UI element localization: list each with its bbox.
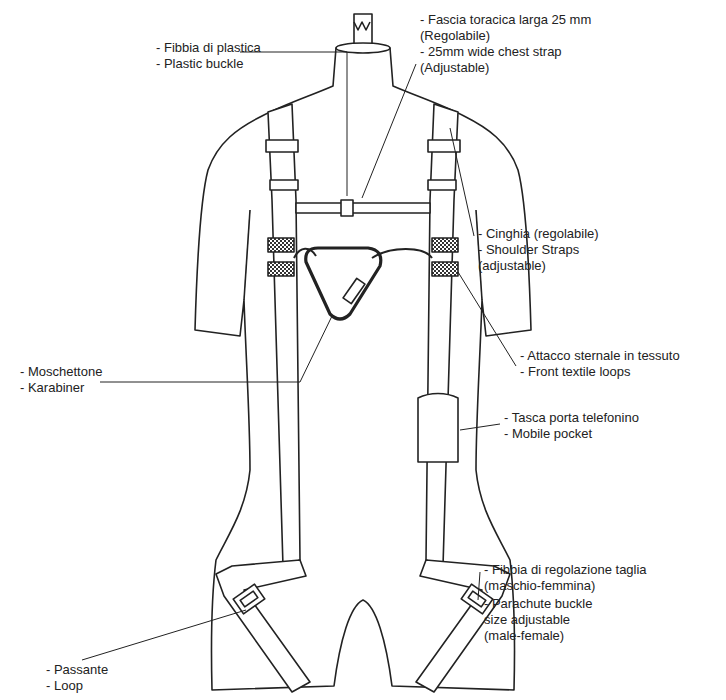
arm-line xyxy=(244,210,250,300)
left-shoulder-strap xyxy=(268,104,300,566)
strap-adjuster xyxy=(270,180,298,190)
chest-strap xyxy=(296,203,430,213)
leader-line xyxy=(458,272,516,366)
plastic-buckle xyxy=(341,200,353,216)
callout-label: - Fascia toracica larga 25 mm (Regolabil… xyxy=(420,12,620,44)
karabiner-gate xyxy=(343,278,365,303)
callout-label: - Passante xyxy=(46,662,186,678)
mannequin-outline xyxy=(195,48,531,690)
stand-detail xyxy=(354,22,370,30)
leader-line xyxy=(240,52,347,196)
leader-line xyxy=(100,316,332,382)
mobile-pocket xyxy=(418,394,458,463)
right-shoulder-strap xyxy=(426,104,458,566)
textile-loop xyxy=(268,238,294,252)
callout-label: - Loop xyxy=(46,678,186,694)
callout-label: - Attacco sternale in tessuto xyxy=(520,348,720,364)
left-leg-strap xyxy=(216,560,310,692)
leader-line xyxy=(460,424,500,430)
callout-label: - 25mm wide chest strap (Adjustable) xyxy=(420,44,620,76)
callout-label: - Fibbia di regolazione taglia (maschio-… xyxy=(484,562,674,594)
callout-label: - Karabiner xyxy=(20,380,160,396)
karabiner xyxy=(306,248,381,319)
strap-adjuster xyxy=(428,180,456,190)
callout-label: - Cinghia (regolabile) xyxy=(478,226,678,242)
leader-line xyxy=(450,128,474,236)
callout-label: - Shoulder Straps (adjustable) xyxy=(478,242,608,274)
strap-adjuster xyxy=(266,140,298,152)
leader-line xyxy=(478,572,480,600)
leader-line xyxy=(82,610,246,660)
callout-label: - Mobile pocket xyxy=(504,426,704,442)
callout-label: - Moschettone xyxy=(20,364,160,380)
leader-line xyxy=(362,64,416,198)
callout-label: - Fibbia di plastica xyxy=(156,40,316,56)
textile-loop xyxy=(432,262,458,276)
textile-loop xyxy=(432,238,458,252)
callout-label: - Plastic buckle xyxy=(156,56,316,72)
callout-label: - Parachute buckle size adjustable (male… xyxy=(484,596,609,644)
callout-label: - Tasca porta telefonino xyxy=(504,410,704,426)
leader-lines xyxy=(82,52,516,660)
callout-label: - Front textile loops xyxy=(520,364,720,380)
textile-loop xyxy=(268,262,294,276)
